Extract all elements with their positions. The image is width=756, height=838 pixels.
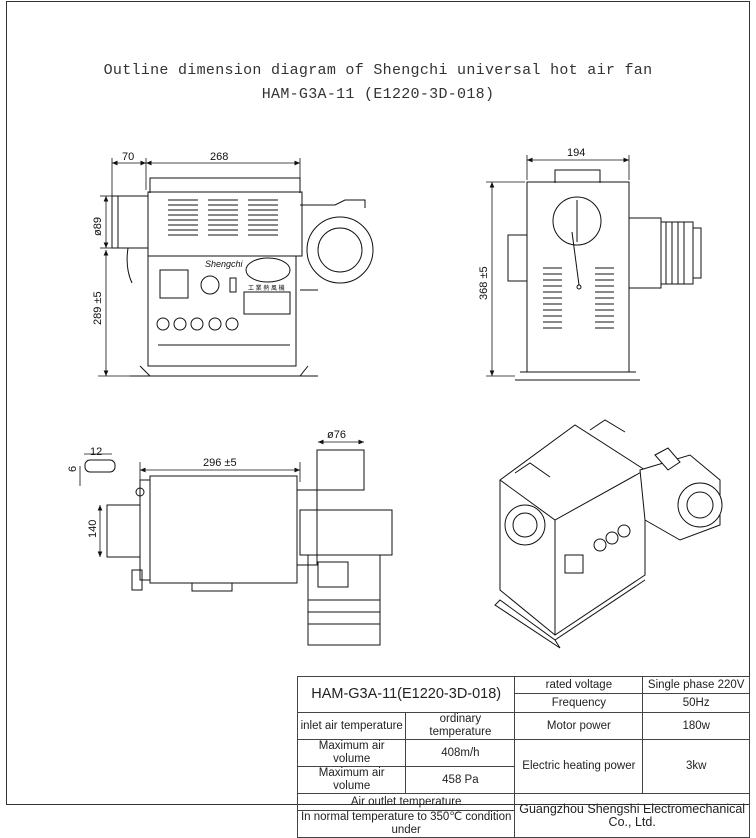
drawing-title: Outline dimension diagram of Shengchi un… — [103, 62, 653, 79]
dim-70: 70 — [122, 151, 134, 163]
spec-heating-label: Electric heating power — [514, 739, 644, 794]
spec-model: HAM-G3A-11(E1220-3D-018) — [296, 676, 516, 713]
spec-rated-voltage-label: rated voltage — [514, 676, 644, 694]
isometric-view — [494, 419, 723, 649]
spec-motor-value: 180w — [642, 712, 750, 740]
dim-368: 368 ±5 — [478, 266, 490, 300]
side-view — [507, 169, 702, 381]
spec-volume-label-1: Maximum air volume — [296, 739, 407, 767]
dim-194: 194 — [567, 147, 585, 159]
dim-268: 268 — [210, 151, 228, 163]
spec-motor-label: Motor power — [514, 712, 644, 740]
dim-296: 296 ±5 — [203, 457, 237, 469]
spec-inlet-label: inlet air temperature — [296, 712, 407, 740]
panel-cn-brand: 工 業 熱 風 機 — [248, 284, 285, 292]
dim-76: ø76 — [327, 429, 346, 441]
spec-outlet-label: Air outlet temperature — [296, 793, 516, 811]
dim-12: 12 — [90, 446, 102, 458]
front-view — [111, 177, 374, 377]
dim-6: 6 — [67, 466, 79, 472]
front-vents — [168, 199, 279, 236]
dim-89: ø89 — [92, 217, 104, 236]
spec-rated-voltage-value: Single phase 220V — [642, 676, 750, 694]
spec-heating-value: 3kw — [642, 739, 750, 794]
drawing-subtitle: HAM-G3A-11 (E1220-3D-018) — [261, 86, 495, 103]
spec-outlet-value: In normal temperature to 350℃ condition … — [296, 810, 516, 838]
spec-volume-value-2: 458 Pa — [405, 766, 516, 794]
dim-289: 289 ±5 — [92, 291, 104, 325]
spec-table: HAM-G3A-11(E1220-3D-018) rated voltage S… — [296, 676, 750, 838]
spec-frequency-value: 50Hz — [642, 693, 750, 713]
spec-inlet-value: ordinary temperature — [405, 712, 516, 740]
spec-frequency-label: Frequency — [514, 693, 644, 713]
panel-brand: Shengchi — [205, 259, 244, 269]
bottom-view — [84, 449, 393, 646]
spec-volume-label-2: Maximum air volume — [296, 766, 407, 794]
spec-volume-value-1: 408m/h — [405, 739, 516, 767]
dim-140: 140 — [87, 520, 99, 538]
spec-company: Guangzhou Shengshi Electromechanical Co.… — [514, 793, 750, 838]
technical-drawing: Shengchi 工 業 熱 風 機 70 268 ø89 289 ±5 — [67, 147, 723, 649]
